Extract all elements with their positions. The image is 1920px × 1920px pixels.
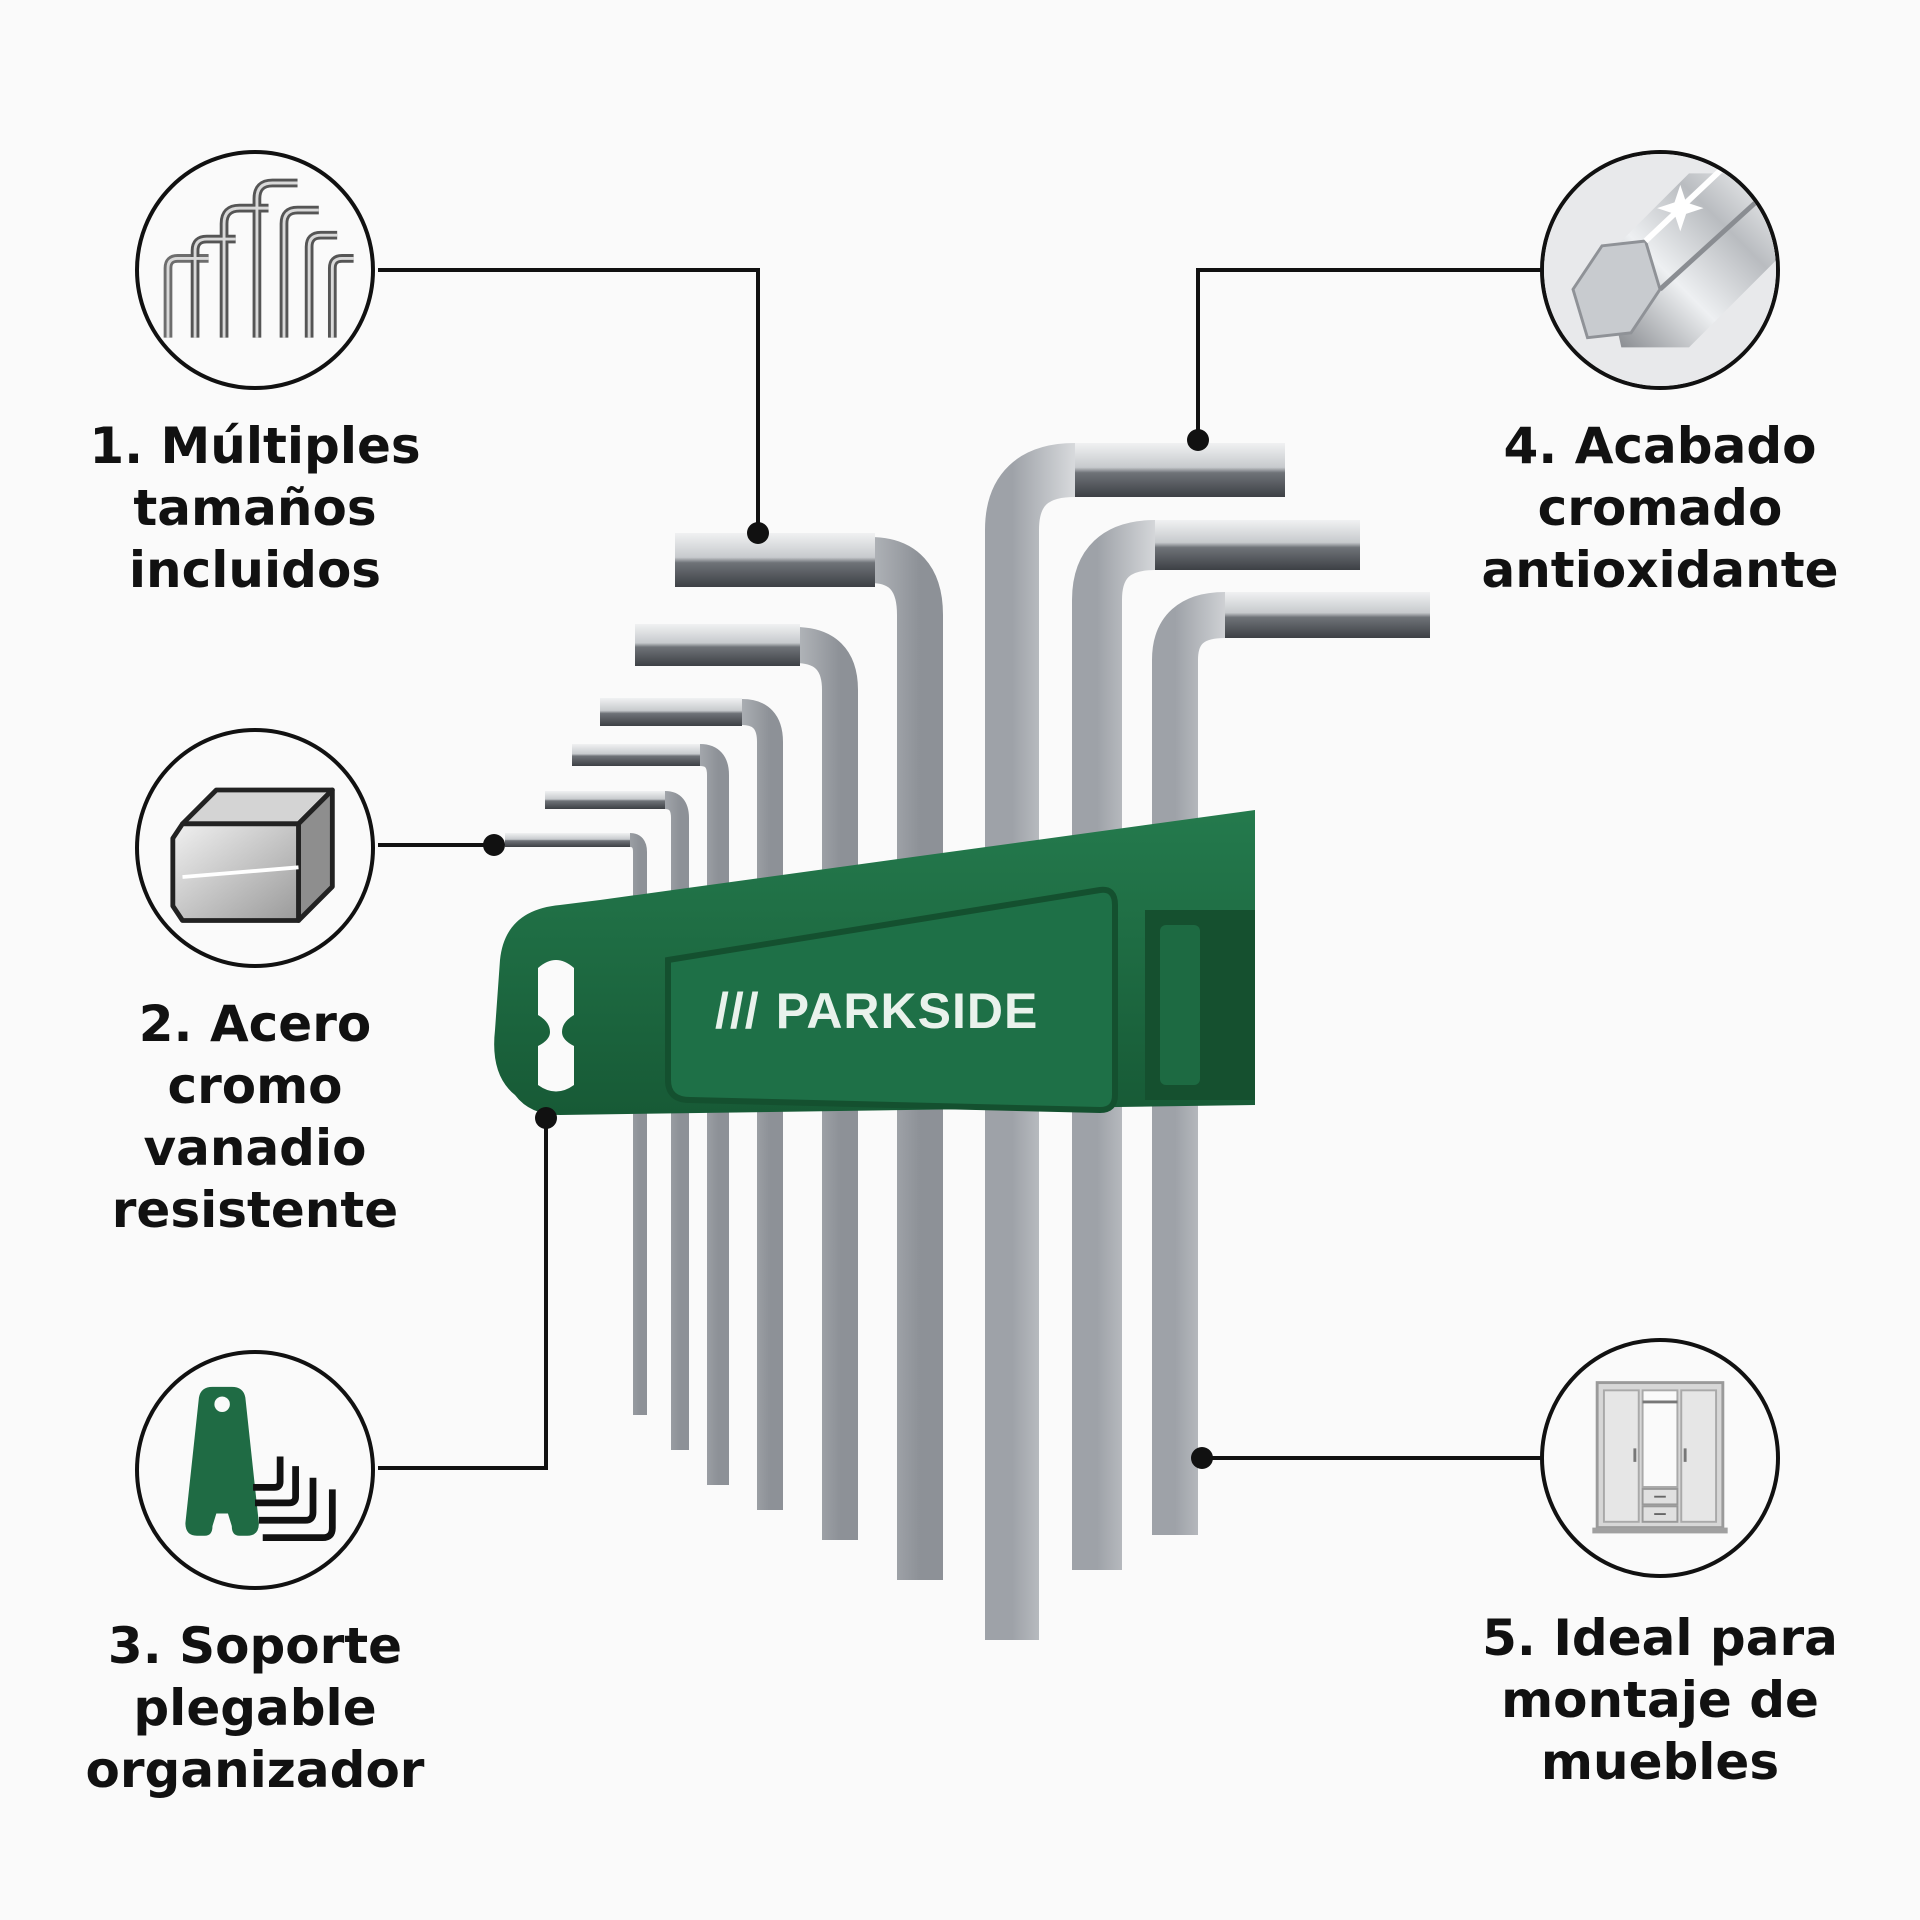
- feature-3-line-1: 3. Soporte: [107, 1617, 403, 1675]
- connector-dot-4: [1187, 429, 1209, 451]
- connector-dots: [483, 429, 1213, 1469]
- feature-5-label: 5. Ideal para montaje de muebles: [1450, 1607, 1870, 1793]
- feature-2-label: 2. Acero cromo vanadio resistente: [45, 993, 465, 1241]
- hex-keys: [505, 443, 1430, 1640]
- feature-1-line-1: 1. Múltiples: [89, 417, 421, 475]
- feature-1-line-3: incluidos: [128, 541, 382, 599]
- wardrobe-icon: [1592, 1381, 1728, 1534]
- connector-dot-5: [1191, 1447, 1213, 1469]
- brand-logo: /// PARKSIDE: [715, 982, 1038, 1040]
- feature-2-icon-circle: [135, 728, 375, 968]
- connector-1: [378, 268, 760, 533]
- connector-dot-1: [747, 522, 769, 544]
- brand-name: PARKSIDE: [775, 983, 1039, 1039]
- brand-slashes: ///: [715, 983, 760, 1039]
- folding-holder-icon: [185, 1386, 336, 1542]
- feature-4-line-1: 4. Acabado: [1503, 417, 1817, 475]
- feature-1-label: 1. Múltiples tamaños incluidos: [45, 415, 465, 601]
- connector-lines: [378, 268, 1542, 1470]
- folding-holder: [494, 810, 1256, 1115]
- connector-4: [1196, 268, 1542, 440]
- feature-4-line-2: cromado: [1537, 479, 1783, 537]
- feature-3-line-2: plegable: [133, 1679, 377, 1737]
- feature-5-line-1: 5. Ideal para: [1482, 1609, 1838, 1667]
- feature-2-line-1: 2. Acero cromo: [138, 995, 372, 1115]
- feature-5-line-3: muebles: [1540, 1733, 1780, 1791]
- connector-dot-3: [535, 1107, 557, 1129]
- feature-4-line-3: antioxidante: [1481, 541, 1839, 599]
- feature-1-icon-circle: [135, 150, 375, 390]
- feature-5-line-2: montaje de: [1501, 1671, 1819, 1729]
- feature-3-icon-circle: [135, 1350, 375, 1590]
- feature-1-line-2: tamaños: [133, 479, 377, 537]
- hex-bar-icon: [170, 787, 335, 923]
- feature-2-line-3: resistente: [111, 1181, 399, 1239]
- connector-dot-2: [483, 834, 505, 856]
- feature-3-line-3: organizador: [85, 1741, 425, 1799]
- chrome-hex-tip-icon: [1544, 154, 1776, 386]
- feature-2-line-2: vanadio: [143, 1119, 367, 1177]
- feature-3-label: 3. Soporte plegable organizador: [45, 1615, 465, 1801]
- hex-keys-icon: [163, 178, 354, 338]
- feature-4-label: 4. Acabado cromado antioxidante: [1450, 415, 1870, 601]
- feature-5-icon-circle: [1540, 1338, 1780, 1578]
- connector-3: [378, 1118, 548, 1470]
- feature-4-icon-circle: [1540, 150, 1780, 390]
